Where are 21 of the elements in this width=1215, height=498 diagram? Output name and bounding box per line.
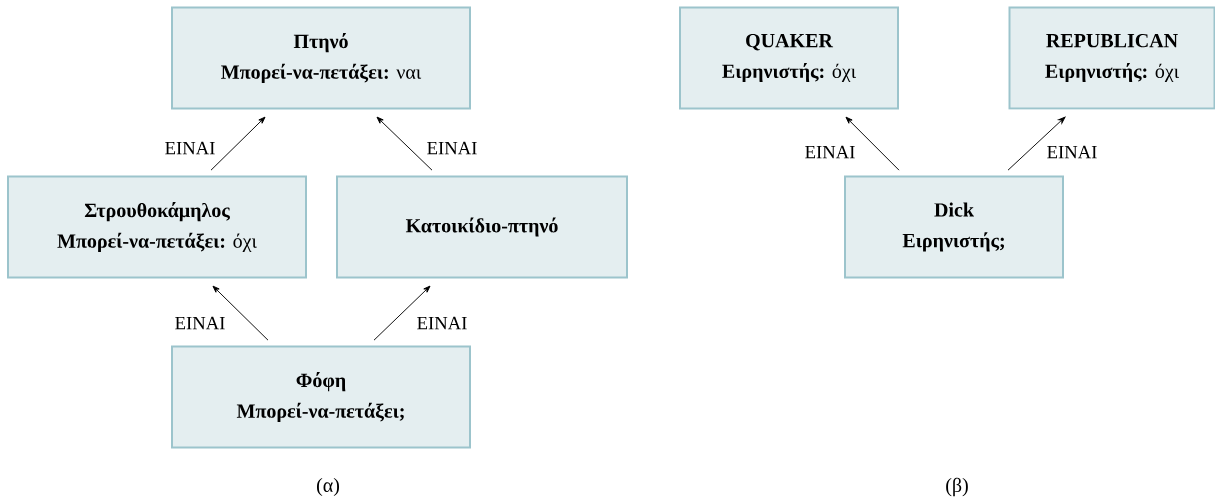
edge-label: ΕΙΝΑΙ bbox=[805, 145, 855, 159]
concept-box: Dick Ειρηνιστής; bbox=[844, 175, 1064, 279]
arrow bbox=[845, 116, 900, 171]
panel-caption: (β) bbox=[946, 477, 968, 497]
edge-label: ΕΙΝΑΙ bbox=[1047, 145, 1097, 159]
edge-label: ΕΙΝΑΙ bbox=[417, 316, 467, 330]
edge-label: ΕΙΝΑΙ bbox=[165, 141, 215, 155]
edge-label: ΕΙΝΑΙ bbox=[175, 316, 225, 330]
concept-box: REPUBLICAN Ειρηνιστής: όχι bbox=[1008, 6, 1215, 110]
concept-box: Στρουθοκάμηλος Μπορεί-να-πετάξει: όχι bbox=[7, 175, 307, 279]
arrow bbox=[1007, 116, 1066, 171]
edge-label: ΕΙΝΑΙ bbox=[427, 141, 477, 155]
arrow bbox=[376, 116, 433, 171]
concept-box: QUAKER Ειρηνιστής: όχι bbox=[679, 6, 899, 110]
concept-box: Κατοικίδιο-πτηνό bbox=[336, 175, 628, 279]
concept-box: Φόφη Μπορεί-να-πετάξει; bbox=[171, 345, 471, 449]
panel-caption: (α) bbox=[317, 477, 339, 497]
concept-box: Πτηνό Μπορεί-να-πετάξει: ναι bbox=[171, 6, 471, 110]
arrow bbox=[373, 285, 431, 341]
arrow bbox=[210, 116, 266, 171]
arrow bbox=[212, 285, 269, 341]
